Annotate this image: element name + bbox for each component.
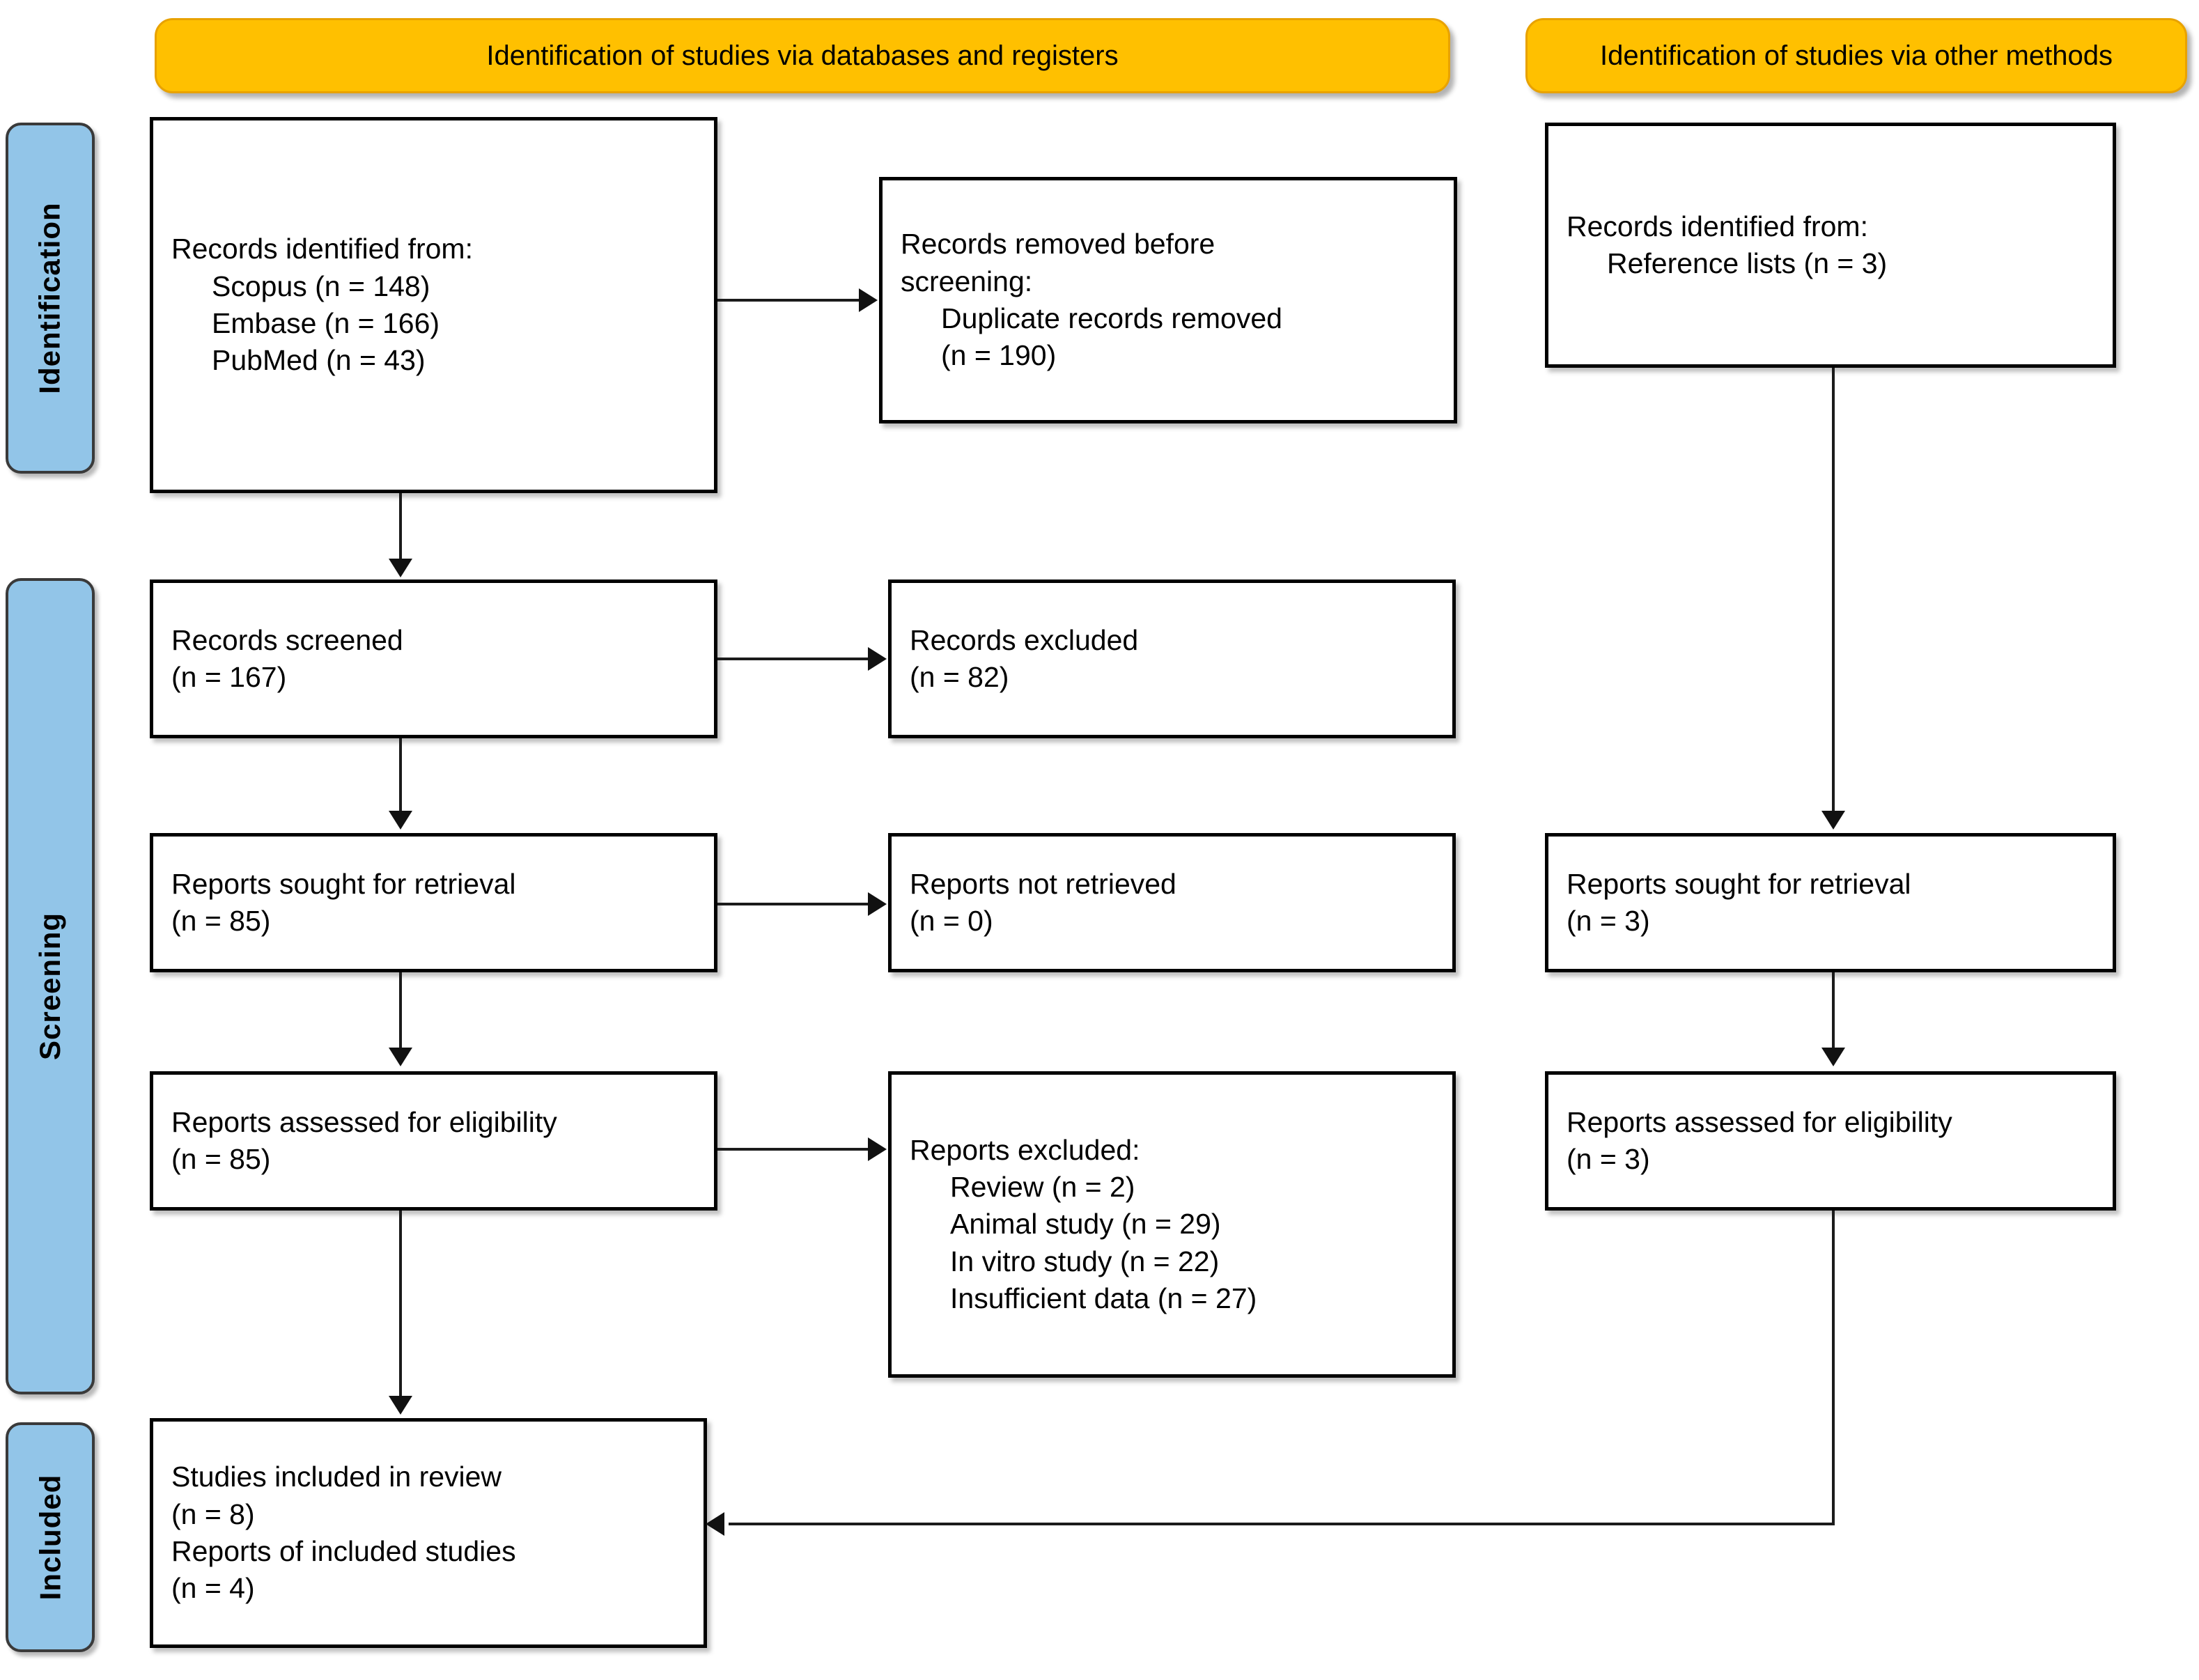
connector-identified-to-screened [399, 493, 402, 560]
reports-excluded-review: Review (n = 2) [950, 1171, 1135, 1204]
records-identified-embase: Embase (n = 166) [212, 307, 440, 339]
records-identified-line-1: Records identified from: [171, 233, 473, 265]
arrowhead-identified-to-removed [859, 288, 878, 312]
records-removed-screening: screening [901, 265, 1025, 297]
header-databases-registers: Identification of studies via databases … [155, 18, 1450, 93]
arrowhead-assessed-to-included [389, 1396, 412, 1415]
header-databases-label: Identification of studies via databases … [486, 40, 1119, 71]
connector-other-assessed-to-included [729, 1523, 1835, 1525]
records-removed-line-2: screening: [901, 263, 1436, 300]
reports-included-count: (n = 4) [171, 1572, 255, 1605]
arrowhead-other-assessed-to-included [706, 1512, 724, 1536]
connector-other-sought-to-assessed [1832, 972, 1835, 1049]
connector-other-assessed-down [1832, 1211, 1835, 1524]
records-identified-pubmed: PubMed (n = 43) [212, 344, 426, 377]
reports-excluded-animal: Animal study (n = 29) [950, 1208, 1221, 1240]
stage-rail-screening: Screening [6, 578, 95, 1394]
header-other-label: Identification of studies via other meth… [1600, 40, 2113, 71]
reports-excluded-heading: Reports excluded: [910, 1133, 1140, 1166]
studies-included-count: (n = 8) [171, 1498, 255, 1530]
box-records-identified: Records identified from: Scopus (n = 148… [150, 117, 717, 493]
box-reports-not-retrieved: Reports not retrieved (n = 0) [888, 833, 1456, 972]
other-identified-reference-lists: Reference lists (n = 3) [1607, 247, 1888, 279]
records-excluded-count: (n = 82) [910, 661, 1009, 693]
header-other-methods: Identification of studies via other meth… [1525, 18, 2187, 93]
connector-assessed-to-excluded [717, 1148, 869, 1151]
stage-label-screening: Screening [33, 912, 67, 1061]
connector-identified-to-removed [717, 299, 860, 302]
box-other-assessed: Reports assessed for eligibility (n = 3) [1545, 1071, 2116, 1211]
connector-assessed-to-included [399, 1211, 402, 1397]
other-assessed-label: Reports assessed for eligibility [1567, 1105, 1952, 1138]
reports-not-retrieved-count: (n = 0) [910, 905, 993, 937]
arrowhead-other-identified-to-sought [1821, 811, 1845, 830]
records-removed-before: before [1133, 228, 1215, 260]
box-records-excluded: Records excluded (n = 82) [888, 580, 1456, 738]
studies-included-label: Studies included in review [171, 1461, 502, 1493]
connector-other-identified-to-sought [1832, 368, 1835, 812]
box-other-sought: Reports sought for retrieval (n = 3) [1545, 833, 2116, 972]
records-removed-line-1: Records removed before [901, 226, 1436, 263]
reports-excluded-invitro: In vitro study (n = 22) [950, 1245, 1220, 1277]
other-identified-label: Records identified from: [1567, 210, 1868, 242]
reports-sought-count: (n = 85) [171, 905, 271, 937]
arrowhead-other-sought-to-assessed [1821, 1048, 1845, 1066]
records-excluded-label: Records excluded [910, 623, 1139, 656]
box-reports-sought: Reports sought for retrieval (n = 85) [150, 833, 717, 972]
arrowhead-assessed-to-excluded [868, 1137, 887, 1161]
records-removed-duplicates: Duplicate records removed [941, 302, 1282, 334]
other-sought-count: (n = 3) [1567, 905, 1650, 937]
arrowhead-sought-to-not-retrieved [868, 892, 887, 916]
box-studies-included: Studies included in review (n = 8) Repor… [150, 1418, 707, 1648]
box-records-screened: Records screened (n = 167) [150, 580, 717, 738]
records-screened-label: Records screened [171, 623, 403, 656]
reports-excluded-insufficient: Insufficient data (n = 27) [950, 1282, 1257, 1314]
arrowhead-sought-to-assessed [389, 1048, 412, 1066]
connector-screened-to-sought [399, 738, 402, 812]
arrowhead-identified-to-screened [389, 559, 412, 577]
reports-included-label: Reports of included studies [171, 1535, 516, 1567]
box-reports-assessed: Reports assessed for eligibility (n = 85… [150, 1071, 717, 1211]
stage-rail-included: Included [6, 1422, 95, 1652]
box-records-removed: Records removed before screening: Duplic… [879, 177, 1457, 423]
reports-assessed-count: (n = 85) [171, 1143, 271, 1175]
reports-assessed-label: Reports assessed for eligibility [171, 1105, 557, 1138]
records-identified-scopus: Scopus (n = 148) [212, 270, 430, 302]
records-removed-text: Records removed [901, 228, 1134, 260]
box-reports-excluded-reasons: Reports excluded: Review (n = 2) Animal … [888, 1071, 1456, 1378]
arrowhead-screened-to-sought [389, 811, 412, 830]
reports-sought-label: Reports sought for retrieval [171, 867, 516, 900]
stage-label-identification: Identification [33, 202, 66, 394]
other-assessed-count: (n = 3) [1567, 1143, 1650, 1175]
records-removed-count: (n = 190) [941, 339, 1057, 372]
other-sought-label: Reports sought for retrieval [1567, 867, 1911, 900]
stage-label-included: Included [33, 1474, 66, 1601]
connector-sought-to-assessed [399, 972, 402, 1049]
reports-not-retrieved-label: Reports not retrieved [910, 867, 1176, 900]
arrowhead-screened-to-excluded [868, 647, 887, 671]
connector-sought-to-not-retrieved [717, 903, 869, 905]
stage-rail-identification: Identification [6, 123, 95, 474]
connector-screened-to-excluded [717, 658, 869, 660]
records-removed-colon: : [1024, 265, 1033, 297]
records-screened-count: (n = 167) [171, 661, 287, 693]
box-other-identified: Records identified from: Reference lists… [1545, 123, 2116, 368]
